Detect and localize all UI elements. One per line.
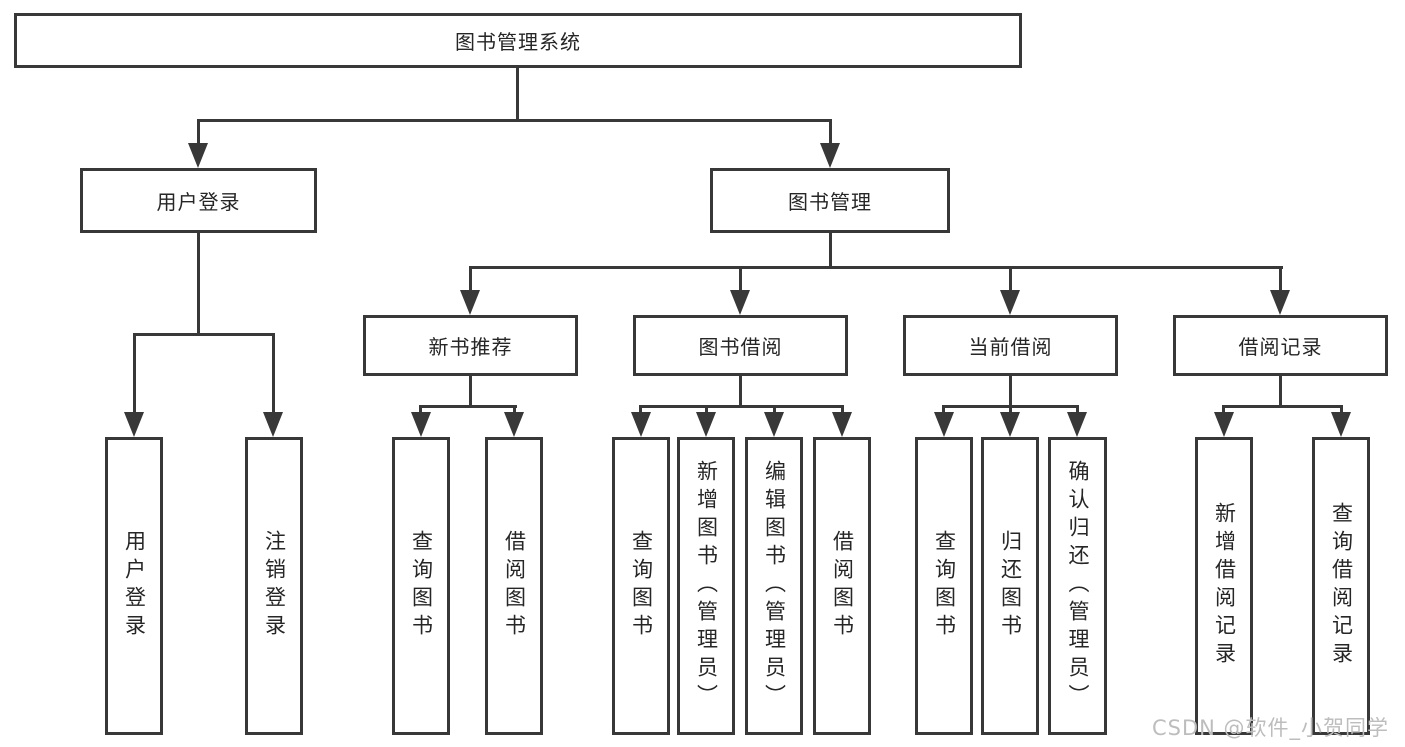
node-library-system: 图书管理系统 xyxy=(14,13,1022,68)
arrow-down-icon xyxy=(696,412,716,437)
arrow-down-icon xyxy=(411,412,431,437)
arrow-down-icon xyxy=(460,290,480,315)
node-user-login: 用户登录 xyxy=(80,168,317,233)
leaf-borrow-query-book: 查询图书 xyxy=(612,437,670,735)
arrow-down-icon xyxy=(1331,412,1351,437)
connector-line xyxy=(133,333,275,336)
connector-line xyxy=(1222,405,1225,415)
arrow-down-icon xyxy=(820,143,840,168)
leaf-add-borrow-record: 新增借阅记录 xyxy=(1195,437,1253,735)
leaf-label: 借阅图书 xyxy=(830,530,855,642)
connector-line xyxy=(419,405,422,415)
connector-line xyxy=(513,405,516,415)
connector-line xyxy=(739,266,742,292)
csdn-watermark: CSDN @软件_小贺同学 xyxy=(1152,716,1390,740)
arrow-down-icon xyxy=(124,412,144,437)
node-book-borrow: 图书借阅 xyxy=(633,315,848,376)
connector-line xyxy=(469,266,1283,269)
connector-line xyxy=(1076,405,1079,415)
arrow-down-icon xyxy=(263,412,283,437)
leaf-label: 查询借阅记录 xyxy=(1329,502,1354,670)
connector-line xyxy=(1279,376,1282,408)
leaf-recommend-query-book: 查询图书 xyxy=(392,437,450,735)
arrow-down-icon xyxy=(504,412,524,437)
connector-line xyxy=(639,405,642,415)
leaf-add-book-admin: 新增图书（管理员） xyxy=(677,437,735,735)
leaf-current-query-book: 查询图书 xyxy=(915,437,973,735)
arrow-down-icon xyxy=(1270,290,1290,315)
connector-line xyxy=(1009,405,1012,415)
connector-line xyxy=(639,405,844,408)
connector-line xyxy=(829,119,832,145)
leaf-label: 新增图书（管理员） xyxy=(694,460,719,712)
leaf-label: 查询图书 xyxy=(409,530,434,642)
leaf-query-borrow-record: 查询借阅记录 xyxy=(1312,437,1370,735)
leaf-return-book: 归还图书 xyxy=(981,437,1039,735)
connector-line xyxy=(829,232,832,269)
connector-line xyxy=(133,333,136,414)
leaf-borrow-book: 借阅图书 xyxy=(813,437,871,735)
connector-line xyxy=(1279,266,1282,292)
arrow-down-icon xyxy=(188,143,208,168)
leaf-label: 借阅图书 xyxy=(502,530,527,642)
leaf-label: 归还图书 xyxy=(998,530,1023,642)
connector-line xyxy=(1222,405,1343,408)
arrow-down-icon xyxy=(730,290,750,315)
connector-line xyxy=(197,119,200,145)
node-new-book-recommend: 新书推荐 xyxy=(363,315,578,376)
leaf-label: 确认归还（管理员） xyxy=(1066,460,1090,712)
leaf-user-login: 用户登录 xyxy=(105,437,163,735)
leaf-label: 新增借阅记录 xyxy=(1212,502,1237,670)
node-book-management: 图书管理 xyxy=(710,168,950,233)
leaf-edit-book-admin: 编辑图书（管理员） xyxy=(745,437,803,735)
connector-line xyxy=(841,405,844,415)
connector-line xyxy=(773,405,776,415)
arrow-down-icon xyxy=(764,412,784,437)
connector-line xyxy=(469,376,472,408)
connector-line xyxy=(1340,405,1343,415)
arrow-down-icon xyxy=(934,412,954,437)
arrow-down-icon xyxy=(1000,412,1020,437)
leaf-logout: 注销登录 xyxy=(245,437,303,735)
connector-line xyxy=(705,405,708,415)
connector-line xyxy=(197,232,200,336)
connector-line xyxy=(739,376,742,408)
connector-line xyxy=(197,119,832,122)
connector-line xyxy=(516,68,519,122)
leaf-label: 注销登录 xyxy=(262,530,287,642)
leaf-label: 查询图书 xyxy=(629,530,654,642)
node-borrow-records: 借阅记录 xyxy=(1173,315,1388,376)
node-current-borrow: 当前借阅 xyxy=(903,315,1118,376)
arrow-down-icon xyxy=(832,412,852,437)
leaf-label: 查询图书 xyxy=(932,530,957,642)
connector-line xyxy=(419,405,517,408)
connector-line xyxy=(1009,266,1012,292)
arrow-down-icon xyxy=(1000,290,1020,315)
leaf-label: 编辑图书（管理员） xyxy=(762,460,787,712)
leaf-label: 用户登录 xyxy=(122,530,147,642)
arrow-down-icon xyxy=(1214,412,1234,437)
connector-line xyxy=(469,266,472,292)
arrow-down-icon xyxy=(631,412,651,437)
leaf-confirm-return-admin: 确认归还（管理员） xyxy=(1048,437,1107,735)
arrow-down-icon xyxy=(1067,412,1087,437)
connector-line xyxy=(272,333,275,414)
leaf-recommend-borrow-book: 借阅图书 xyxy=(485,437,543,735)
connector-line xyxy=(1009,376,1012,408)
connector-line xyxy=(942,405,945,415)
